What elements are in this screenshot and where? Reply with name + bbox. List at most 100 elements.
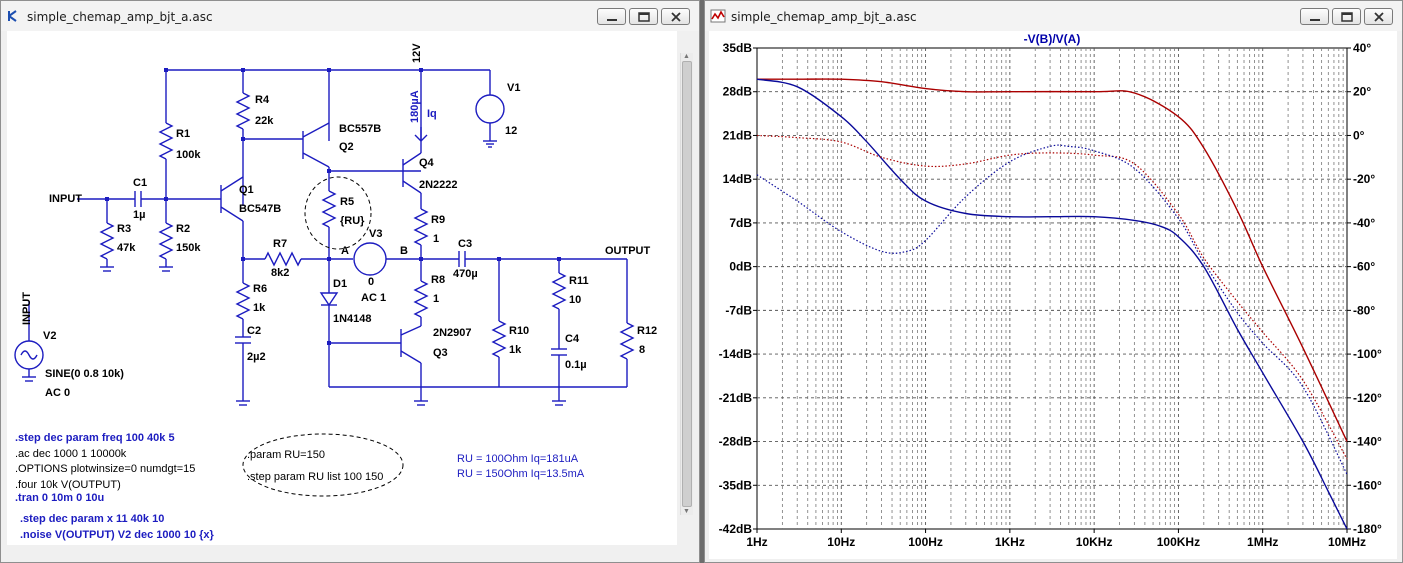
directive-four[interactable]: .four 10k V(OUTPUT) <box>15 479 121 491</box>
label-v2-value: SINE(0 0.8 10k) <box>45 368 124 380</box>
label-q4: Q4 <box>419 157 434 169</box>
label-r6-value: 1k <box>253 302 266 314</box>
y-right-tick-label: -80° <box>1353 303 1375 317</box>
label-q1: Q1 <box>239 184 254 196</box>
y-left-tick-label: 28dB <box>723 85 753 99</box>
directive-step-freq[interactable]: .step dec param freq 100 40k 5 <box>15 432 175 444</box>
x-tick-label: 10KHz <box>1076 535 1113 549</box>
y-left-tick-label: 35dB <box>723 41 753 55</box>
label-r8-value: 1 <box>433 293 440 305</box>
label-v2: V2 <box>43 330 57 342</box>
label-r1: R1 <box>176 128 191 140</box>
label-r2: R2 <box>176 223 191 235</box>
label-v3: V3 <box>369 228 383 240</box>
x-tick-label: 100Hz <box>908 535 943 549</box>
maximize-button[interactable] <box>629 8 658 25</box>
y-right-tick-label: -140° <box>1353 435 1382 449</box>
minimize-icon <box>607 19 617 21</box>
label-r3: R3 <box>117 223 132 235</box>
label-c3: C3 <box>458 238 473 250</box>
x-tick-label: 1MHz <box>1247 535 1278 549</box>
y-left-tick-label: -42dB <box>719 522 753 536</box>
label-v3-ac: AC 1 <box>361 292 387 304</box>
label-r6: R6 <box>253 283 268 295</box>
note-ru-100: RU = 100Ohm Iq=181uA <box>457 453 579 465</box>
label-12v: 12V <box>411 43 423 63</box>
directive-step-x[interactable]: .step dec param x 11 40k 10 <box>20 513 165 525</box>
label-r12: R12 <box>637 325 658 337</box>
schematic-titlebar[interactable]: simple_chemap_amp_bjt_a.asc <box>1 1 699 31</box>
label-c4-value: 0.1µ <box>565 359 587 371</box>
series-1-magnitude-trace[interactable] <box>757 78 1348 442</box>
close-button[interactable] <box>1364 8 1393 25</box>
label-c3-value: 470µ <box>453 268 478 280</box>
label-c2-value: 2µ2 <box>247 351 266 363</box>
schematic-window[interactable]: simple_chemap_amp_bjt_a.asc <box>0 0 700 563</box>
y-right-tick-label: 0° <box>1353 128 1365 142</box>
label-c1: C1 <box>133 177 148 189</box>
x-tick-label: 100KHz <box>1157 535 1200 549</box>
y-left-tick-label: -28dB <box>719 435 753 449</box>
schematic-app-icon <box>8 10 17 22</box>
x-tick-label: 1Hz <box>746 535 767 549</box>
label-r5: R5 <box>340 196 355 208</box>
minimize-button[interactable] <box>597 8 626 25</box>
label-r7-value: 8k2 <box>271 267 290 279</box>
label-r3-value: 47k <box>117 242 136 254</box>
label-r10: R10 <box>509 325 530 337</box>
scroll-up-icon[interactable]: ▲ <box>683 53 690 60</box>
label-r9: R9 <box>431 214 446 226</box>
label-v2-ac: AC 0 <box>45 387 71 399</box>
param-ru[interactable]: .param RU=150 <box>247 449 325 461</box>
plot-area[interactable] <box>756 47 1348 530</box>
maximize-icon <box>1341 12 1353 22</box>
label-d1: D1 <box>333 278 348 290</box>
label-r8: R8 <box>431 274 446 286</box>
schematic-vertical-scrollbar[interactable]: ▲ ▼ <box>680 53 693 515</box>
label-r4: R4 <box>255 94 270 106</box>
directive-tran[interactable]: .tran 0 10m 0 10u <box>15 492 105 504</box>
note-ru-150: RU = 150Ohm Iq=13.5mA <box>457 468 585 480</box>
y-right-tick-label: -100° <box>1353 347 1382 361</box>
schematic-canvas[interactable]: 12V V1 12 180µA Iq R4 22k R1 100k BC557B… <box>7 31 677 545</box>
maximize-button[interactable] <box>1332 8 1361 25</box>
y-right-tick-label: -60° <box>1353 260 1375 274</box>
series-2-magnitude-trace[interactable] <box>756 78 1348 530</box>
schematic-wiring <box>14 68 635 497</box>
scroll-down-icon[interactable]: ▼ <box>683 508 690 515</box>
label-r2-value: 150k <box>176 242 201 254</box>
x-tick-label: 1KHz <box>995 535 1025 549</box>
y-left-tick-label: 7dB <box>729 216 752 230</box>
schematic-window-title: simple_chemap_amp_bjt_a.asc <box>27 10 213 24</box>
x-tick-label: 10Hz <box>827 535 855 549</box>
y-left-tick-label: -35dB <box>719 478 753 492</box>
directive-ac[interactable]: .ac dec 1000 1 10000k <box>15 448 127 460</box>
waveform-titlebar[interactable]: simple_chemap_amp_bjt_a.asc <box>705 1 1402 31</box>
directive-noise[interactable]: .noise V(OUTPUT) V2 dec 1000 10 {x} <box>20 529 214 541</box>
close-icon <box>671 12 681 22</box>
step-param-ru[interactable]: .step param RU list 100 150 <box>247 471 384 483</box>
minimize-button[interactable] <box>1300 8 1329 25</box>
label-r11: R11 <box>569 275 589 287</box>
close-icon <box>1374 12 1384 22</box>
trace-title[interactable]: -V(B)/V(A) <box>1024 32 1081 46</box>
label-c2: C2 <box>247 325 262 337</box>
label-iq: Iq <box>427 108 437 120</box>
label-q1-model: BC547B <box>239 203 282 215</box>
label-v1: V1 <box>507 82 521 94</box>
bode-plot[interactable]: 35dB28dB21dB14dB7dB0dB-7dB-14dB-21dB-28d… <box>709 31 1397 559</box>
label-r5-value: {RU} <box>340 215 365 227</box>
label-r4-value: 22k <box>255 115 274 127</box>
series-3-phase-trace[interactable] <box>756 134 1348 460</box>
waveform-window[interactable]: simple_chemap_amp_bjt_a.asc 35dB 28dB 21dB… <box>704 0 1403 563</box>
minimize-icon <box>1310 19 1320 21</box>
scrollbar-thumb[interactable] <box>682 61 692 507</box>
directive-options[interactable]: .OPTIONS plotwinsize=0 numdgt=15 <box>15 463 196 475</box>
waveform-app-icon <box>710 9 726 23</box>
close-button[interactable] <box>661 8 690 25</box>
y-right-tick-label: 40° <box>1353 41 1371 55</box>
y-left-tick-label: 14dB <box>723 172 753 186</box>
y-right-tick-label: -20° <box>1353 172 1375 186</box>
y-left-tick-label: 21dB <box>723 128 753 142</box>
